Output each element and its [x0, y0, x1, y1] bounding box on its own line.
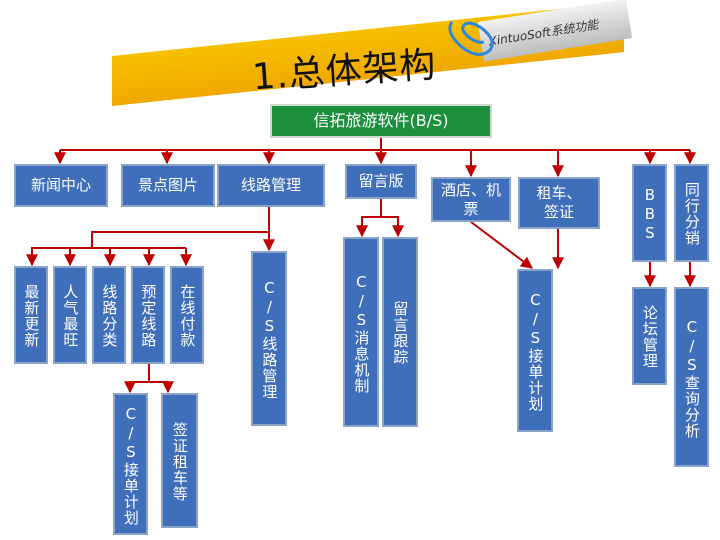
node-routes: 线路管理 — [217, 164, 325, 207]
node-book: 预定线路 — [131, 266, 165, 364]
node-peer: 同行分销 — [674, 164, 709, 262]
node-cs-query: C/S查询分析 — [674, 287, 709, 467]
node-latest: 最新更新 — [14, 266, 48, 364]
node-category: 线路分类 — [92, 266, 126, 364]
node-cs-msg: C/S消息机制 — [343, 237, 379, 427]
node-pay: 在线付款 — [170, 266, 204, 364]
paperclip-icon — [448, 21, 494, 56]
node-popular: 人气最旺 — [53, 266, 87, 364]
node-bbs: BBS — [632, 164, 667, 262]
root-node: 信拓旅游软件(B/S) — [270, 104, 492, 138]
node-hotel: 酒店、机票 — [431, 177, 511, 222]
node-cs-routes: C/S线路管理 — [251, 251, 287, 426]
node-cs-order: C/S接单计划 — [517, 269, 553, 432]
node-guestbook: 留言版 — [345, 164, 417, 199]
node-track: 留言跟踪 — [382, 237, 418, 427]
node-visa: 签证租车等 — [161, 393, 198, 528]
node-photos: 景点图片 — [121, 164, 215, 207]
node-news: 新闻中心 — [14, 164, 108, 207]
node-forum: 论坛管理 — [632, 287, 667, 385]
node-cs-plan: C/S接单计划 — [113, 393, 148, 535]
node-car: 租车、签证 — [518, 177, 600, 229]
